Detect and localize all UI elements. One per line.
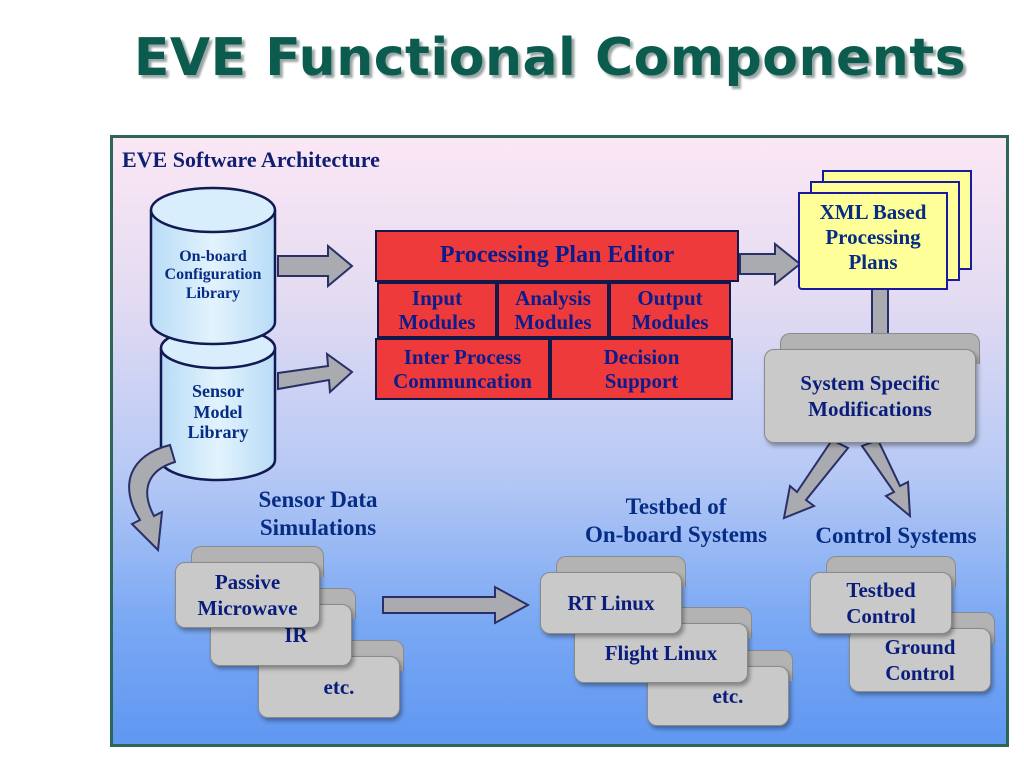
plans-connector <box>871 285 889 339</box>
processing-plan-editor: Processing Plan Editor <box>375 230 739 282</box>
arrow-mods-to-testbed <box>782 438 850 520</box>
arrow-library-to-simulations <box>128 443 177 553</box>
arrow-editor-to-plans <box>739 241 802 287</box>
page-title: EVE Functional Components <box>133 28 967 88</box>
arrow-simulations-to-testbed <box>382 585 531 625</box>
control-systems-heading: Control Systems <box>815 523 977 548</box>
arrow-mods-to-control <box>860 438 912 519</box>
onboard-library-label: On-board Configuration Library <box>164 248 262 302</box>
arrow-config-to-editor <box>277 243 354 289</box>
onboard-config-library-cylinder <box>149 186 277 346</box>
testbed-heading: Testbed of On-board Systems <box>584 494 768 547</box>
sensor-simulations-heading: Sensor Data Simulations <box>258 487 378 540</box>
plan-document-front <box>798 192 948 290</box>
testbed-flight-linux: Flight Linux <box>574 607 752 683</box>
arrow-sensor-to-editor <box>277 351 354 395</box>
testbed-rt-linux: RT Linux <box>540 556 686 634</box>
xml-plans-label: XML Based Processing Plans <box>819 200 927 275</box>
sensor-library-label: Sensor Model Library <box>187 381 249 443</box>
panel-title: EVE Software Architecture <box>122 147 380 172</box>
